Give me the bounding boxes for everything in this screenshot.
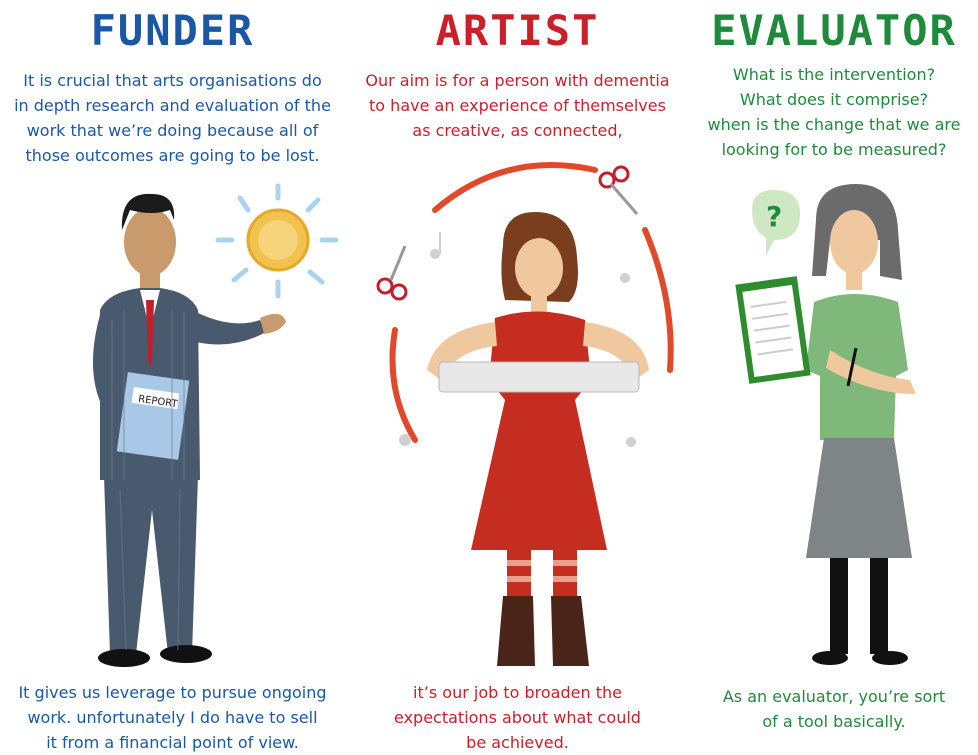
music-note-icon: [399, 232, 636, 447]
evaluator-top-line: What is the intervention?: [732, 65, 936, 84]
funder-top-line: those outcomes are going to be lost.: [25, 146, 320, 165]
funder-title: FUNDER: [90, 6, 255, 55]
artist-bottom-line: expectations about what could: [394, 708, 641, 727]
evaluator-title: EVALUATOR: [711, 6, 957, 55]
evaluator-bottom-line: As an evaluator, you’re sort: [722, 687, 946, 706]
evaluator-bottom-line: of a tool basically.: [762, 712, 906, 731]
artist-top-line: to have an experience of themselves: [369, 96, 666, 115]
paper-chain: [438, 361, 640, 393]
artist-bottom-line: it’s our job to broaden the: [413, 683, 622, 702]
evaluator-quote-bottom: As an evaluator, you’re sort of a tool b…: [690, 684, 978, 734]
evaluator-top-line: when is the change that we are: [707, 115, 961, 134]
clipboard-icon: [735, 276, 811, 384]
funder-bottom-line: It gives us leverage to pursue ongoing: [18, 683, 327, 702]
funder-quote-top: It is crucial that arts organisations do…: [0, 68, 345, 168]
funder-top-line: It is crucial that arts organisations do: [23, 71, 322, 90]
funder-bottom-line: it from a financial point of view.: [46, 733, 299, 752]
artist-quote-bottom: it’s our job to broaden the expectations…: [355, 680, 680, 755]
artist-illustration: [376, 162, 674, 666]
scissors-icon: [598, 165, 639, 215]
artist-top-line: Our aim is for a person with dementia: [365, 71, 670, 90]
funder-bottom-line: work. unfortunately I do have to sell: [27, 708, 318, 727]
evaluator-column: EVALUATOR What is the intervention? What…: [690, 0, 978, 749]
bubble-question-mark: ?: [766, 200, 782, 233]
funder-top-line: work that we’re doing because all of: [26, 121, 319, 140]
artist-column: ARTIST Our aim is for a person with deme…: [355, 0, 680, 752]
funder-quote-bottom: It gives us leverage to pursue ongoing w…: [0, 680, 345, 755]
scissors-icon: [376, 245, 408, 301]
evaluator-top-line: looking for to be measured?: [721, 140, 947, 159]
artist-bottom-line: be achieved.: [466, 733, 569, 752]
artist-title: ARTIST: [435, 6, 600, 55]
circular-arrows-icon: [389, 162, 674, 443]
funder-column: FUNDER It is crucial that arts organisat…: [0, 0, 345, 752]
pen-icon: [846, 347, 858, 387]
report-document: REPORT: [116, 372, 190, 460]
evaluator-quote-top: What is the intervention? What does it c…: [690, 62, 978, 162]
artist-quote-top: Our aim is for a person with dementia to…: [355, 68, 680, 143]
coin-icon: [215, 183, 339, 299]
funder-illustration: REPORT: [92, 183, 339, 667]
question-bubble-icon: ?: [752, 190, 800, 256]
evaluator-top-line: What does it comprise?: [739, 90, 929, 109]
artist-top-line: as creative, as connected,: [412, 121, 623, 140]
evaluator-illustration: ?: [735, 184, 916, 665]
funder-top-line: in depth research and evaluation of the: [14, 96, 331, 115]
